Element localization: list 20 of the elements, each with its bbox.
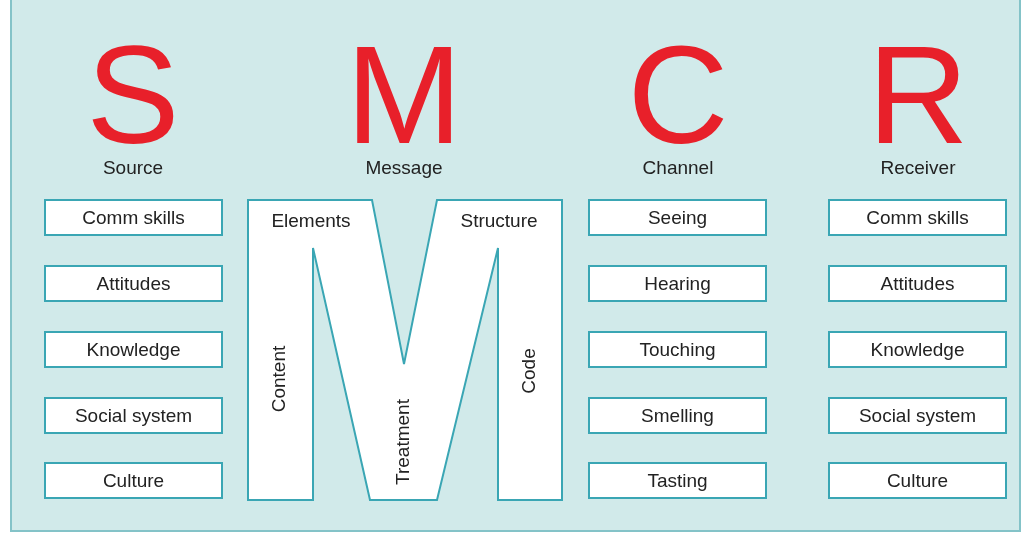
message-element-label: Treatment xyxy=(392,399,414,485)
attribute-box: Hearing xyxy=(588,265,767,302)
message-element-label: Elements xyxy=(271,210,351,232)
attribute-box: Comm skills xyxy=(44,199,223,236)
attribute-box: Culture xyxy=(44,462,223,499)
message-element-label: Code xyxy=(518,348,540,394)
attribute-box: Tasting xyxy=(588,462,767,499)
attribute-box: Seeing xyxy=(588,199,767,236)
attribute-box: Culture xyxy=(828,462,1007,499)
attribute-box: Social system xyxy=(44,397,223,434)
attribute-box: Knowledge xyxy=(828,331,1007,368)
message-element-label: Structure xyxy=(460,210,538,232)
attribute-box: Attitudes xyxy=(828,265,1007,302)
attribute-box: Knowledge xyxy=(44,331,223,368)
attribute-box: Touching xyxy=(588,331,767,368)
attribute-box: Smelling xyxy=(588,397,767,434)
attribute-box: Comm skills xyxy=(828,199,1007,236)
attribute-box: Social system xyxy=(828,397,1007,434)
attribute-box: Attitudes xyxy=(44,265,223,302)
message-element-label: Content xyxy=(268,345,290,413)
